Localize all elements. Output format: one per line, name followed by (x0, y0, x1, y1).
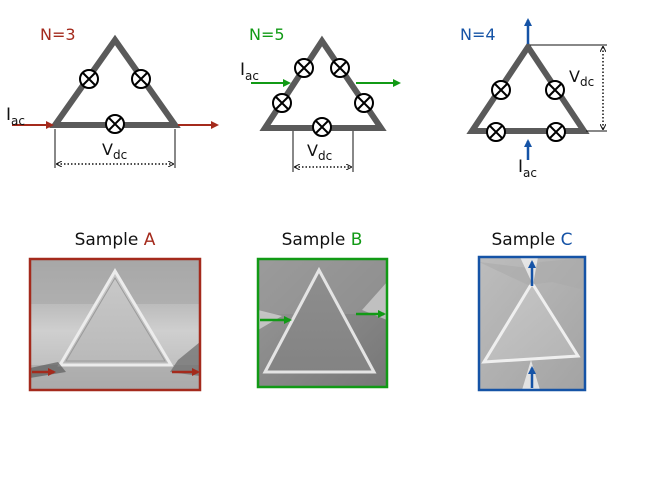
schematic-a: N=3 Iac Vdc (6, 25, 219, 168)
frame-b (256, 257, 389, 389)
circle-x-icon (330, 58, 350, 78)
circle-x-icon (486, 122, 506, 142)
sample-title-c: Sample C (491, 230, 572, 250)
sample-title-a: Sample A (75, 230, 156, 250)
micrograph-c (477, 255, 587, 392)
v-dc-label-b: Vdc (307, 141, 332, 163)
circle-x-icon (546, 122, 566, 142)
frame-c (477, 255, 587, 392)
schematic-c: N=4 Iac Vdc (460, 18, 607, 180)
micrograph-a (28, 257, 202, 392)
micrograph-b (256, 257, 389, 389)
n-label-c: N=4 (460, 25, 496, 44)
circle-x-icon (545, 80, 565, 100)
v-dc-label-c: Vdc (569, 67, 594, 89)
triangle-frame-a (49, 34, 181, 128)
sample-title-b: Sample B (282, 230, 363, 250)
triangle-frame-b (259, 35, 387, 131)
circle-x-icon (105, 114, 125, 134)
circle-x-icon (79, 69, 99, 89)
circle-x-icon (491, 80, 511, 100)
i-ac-label-b: Iac (240, 60, 259, 83)
schematic-b: N=5 Iac Vdc (240, 25, 401, 172)
i-ac-label-c: Iac (518, 157, 537, 180)
n-label-a: N=3 (40, 25, 76, 44)
circle-x-icon (312, 117, 332, 137)
circle-x-icon (131, 69, 151, 89)
circle-x-icon (272, 93, 292, 113)
v-dc-label-a: Vdc (102, 140, 127, 162)
circle-x-icon (294, 58, 314, 78)
n-label-b: N=5 (249, 25, 285, 44)
triangle-frame-c (466, 41, 590, 134)
i-ac-label-a: Iac (6, 105, 25, 128)
frame-a (28, 257, 202, 392)
circle-x-icon (354, 93, 374, 113)
